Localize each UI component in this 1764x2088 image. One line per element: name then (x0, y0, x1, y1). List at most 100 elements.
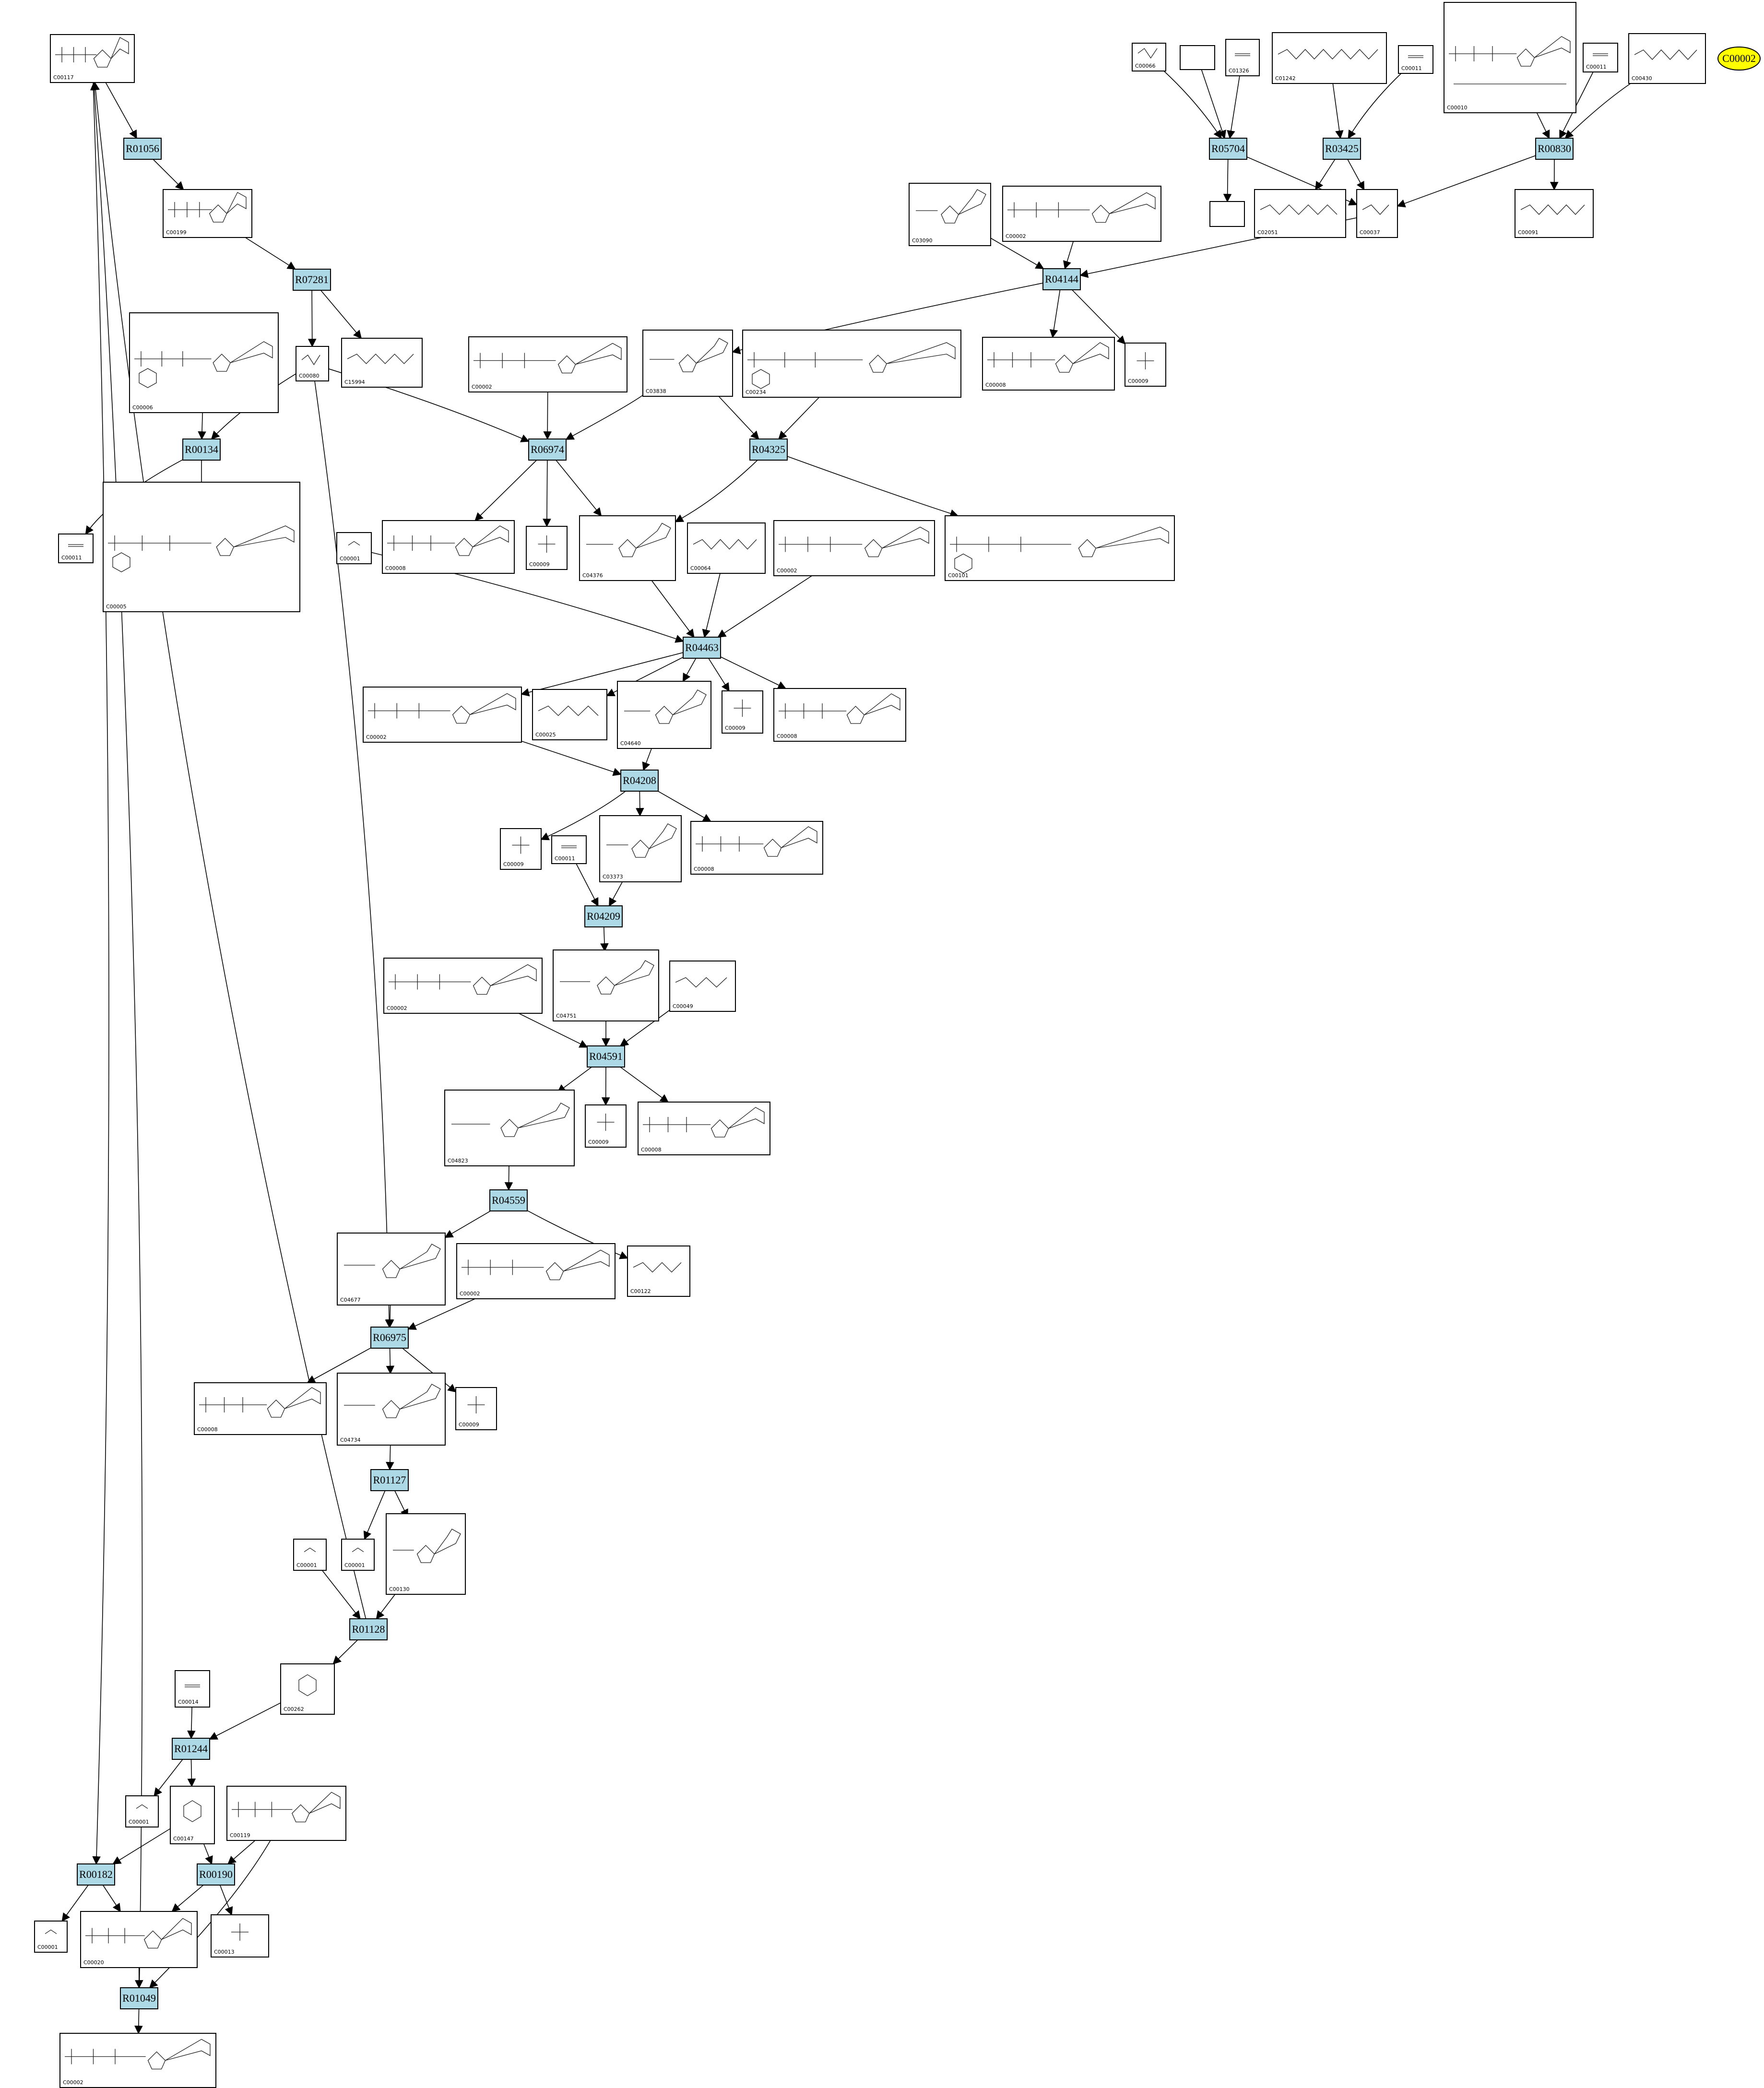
reaction-box[interactable] (293, 269, 331, 291)
compound-node-c00009[interactable]: C00009 (526, 526, 568, 570)
highlighted-compound-oval[interactable] (1717, 47, 1761, 71)
compound-box[interactable] (1002, 186, 1161, 242)
reaction-node-r04591[interactable]: R04591 (587, 1045, 625, 1068)
compound-node-c00262[interactable]: C00262 (280, 1663, 335, 1715)
compound-node-c00049[interactable]: C00049 (669, 961, 736, 1012)
compound-box[interactable] (468, 336, 627, 392)
compound-box[interactable] (1628, 33, 1706, 84)
compound-node-c00117[interactable]: C00117 (50, 34, 135, 83)
compound-box[interactable] (337, 1233, 446, 1305)
compound-node-c00011[interactable]: C00011 (58, 534, 94, 563)
compound-box[interactable] (687, 522, 766, 574)
compound-node-c00430[interactable]: C00430 (1628, 33, 1706, 84)
compound-node-c00001[interactable]: C00001 (34, 1921, 68, 1953)
reaction-node-r00134[interactable]: R00134 (182, 439, 221, 461)
compound-box[interactable] (1209, 201, 1245, 227)
compound-box[interactable] (551, 835, 587, 864)
compound-node-c04823[interactable]: C04823 (444, 1090, 575, 1166)
compound-node-c00008[interactable]: C00008 (194, 1382, 327, 1435)
compound-node-c02051[interactable]: C02051 (1254, 189, 1346, 238)
compound-box[interactable] (1444, 2, 1576, 113)
compound-node-c00002[interactable]: C00002 (773, 520, 935, 576)
compound-box[interactable] (103, 482, 300, 612)
compound-node-c00008[interactable]: C00008 (982, 337, 1115, 391)
compound-node-c00013[interactable]: C00013 (211, 1914, 269, 1958)
compound-box[interactable] (456, 1243, 616, 1299)
compound-box[interactable] (669, 961, 736, 1012)
compound-box[interactable] (382, 520, 515, 574)
compound-node-c00002[interactable]: C00002 (468, 336, 627, 392)
compound-box[interactable] (579, 515, 676, 581)
compound-node-c03090[interactable]: C03090 (909, 183, 991, 246)
compound-box[interactable] (773, 688, 906, 742)
compound-node-c00010[interactable]: C00010 (1444, 2, 1576, 113)
compound-box[interactable] (444, 1090, 575, 1166)
compound-node-c00002[interactable]: C00002 (1002, 186, 1161, 242)
reaction-node-r04325[interactable]: R04325 (749, 439, 788, 461)
compound-node-c03838[interactable]: C03838 (642, 330, 733, 397)
compound-box[interactable] (194, 1382, 327, 1435)
reaction-node-r03425[interactable]: R03425 (1323, 138, 1361, 160)
compound-node-c00008[interactable]: C00008 (690, 821, 823, 875)
compound-node-c04376[interactable]: C04376 (579, 515, 676, 581)
reaction-node-r01244[interactable]: R01244 (172, 1738, 210, 1760)
compound-box[interactable] (642, 330, 733, 397)
compound-node-c00011[interactable]: C00011 (1398, 45, 1433, 74)
compound-node-c00147[interactable]: C00147 (170, 1786, 215, 1844)
compound-node-unlabeled[interactable] (1180, 45, 1215, 70)
compound-box[interactable] (532, 689, 607, 740)
compound-box[interactable] (337, 1373, 446, 1446)
compound-node-c01242[interactable]: C01242 (1272, 32, 1387, 84)
compound-node-c00009[interactable]: C00009 (722, 690, 763, 734)
compound-node-c04751[interactable]: C04751 (553, 949, 659, 1021)
compound-box[interactable] (1180, 45, 1215, 70)
compound-box[interactable] (125, 1795, 159, 1827)
reaction-box[interactable] (123, 138, 162, 160)
reaction-box[interactable] (489, 1189, 528, 1211)
reaction-node-r04209[interactable]: R04209 (584, 905, 623, 927)
compound-node-c00006[interactable]: C00006 (129, 312, 279, 413)
compound-box[interactable] (1515, 189, 1594, 238)
reaction-box[interactable] (77, 1863, 115, 1886)
compound-box[interactable] (690, 821, 823, 875)
compound-node-c00119[interactable]: C00119 (226, 1786, 346, 1841)
compound-box[interactable] (293, 1539, 327, 1571)
compound-box[interactable] (363, 687, 522, 743)
reaction-box[interactable] (620, 770, 659, 792)
compound-box[interactable] (627, 1246, 690, 1297)
reaction-node-r00190[interactable]: R00190 (197, 1863, 235, 1886)
reaction-box[interactable] (584, 905, 623, 927)
reaction-box[interactable] (120, 1987, 158, 2009)
reaction-box[interactable] (1209, 138, 1247, 160)
compound-box[interactable] (129, 312, 279, 413)
compound-node-c00014[interactable]: C00014 (175, 1670, 210, 1708)
compound-box[interactable] (722, 690, 763, 734)
reaction-node-r01128[interactable]: R01128 (349, 1618, 388, 1640)
reaction-node-r07281[interactable]: R07281 (293, 269, 331, 291)
compound-node-c00001[interactable]: C00001 (125, 1795, 159, 1827)
reaction-node-r04144[interactable]: R04144 (1042, 268, 1081, 290)
compound-node-c04640[interactable]: C04640 (617, 681, 711, 749)
compound-node-c00008[interactable]: C00008 (382, 520, 515, 574)
reaction-node-r05704[interactable]: R05704 (1209, 138, 1247, 160)
compound-box[interactable] (336, 532, 372, 564)
reaction-box[interactable] (528, 439, 567, 461)
reaction-box[interactable] (587, 1045, 625, 1068)
compound-box[interactable] (34, 1921, 68, 1953)
compound-box[interactable] (163, 189, 252, 238)
compound-node-c00066[interactable]: C00066 (1132, 43, 1166, 71)
reaction-box[interactable] (172, 1738, 210, 1760)
compound-node-c00001[interactable]: C00001 (341, 1539, 375, 1571)
compound-node-c00080[interactable]: C00080 (296, 346, 329, 381)
compound-box[interactable] (170, 1786, 215, 1844)
compound-box[interactable] (1583, 43, 1618, 72)
reaction-node-r01127[interactable]: R01127 (370, 1469, 409, 1491)
compound-box[interactable] (742, 330, 961, 398)
compound-node-c00011[interactable]: C00011 (551, 835, 587, 864)
compound-node-c01326[interactable]: C01326 (1225, 39, 1260, 76)
compound-box[interactable] (773, 520, 935, 576)
compound-node-c00101[interactable]: C00101 (945, 515, 1175, 581)
compound-box[interactable] (226, 1786, 346, 1841)
compound-node-c00009[interactable]: C00009 (500, 828, 542, 870)
compound-box[interactable] (553, 949, 659, 1021)
